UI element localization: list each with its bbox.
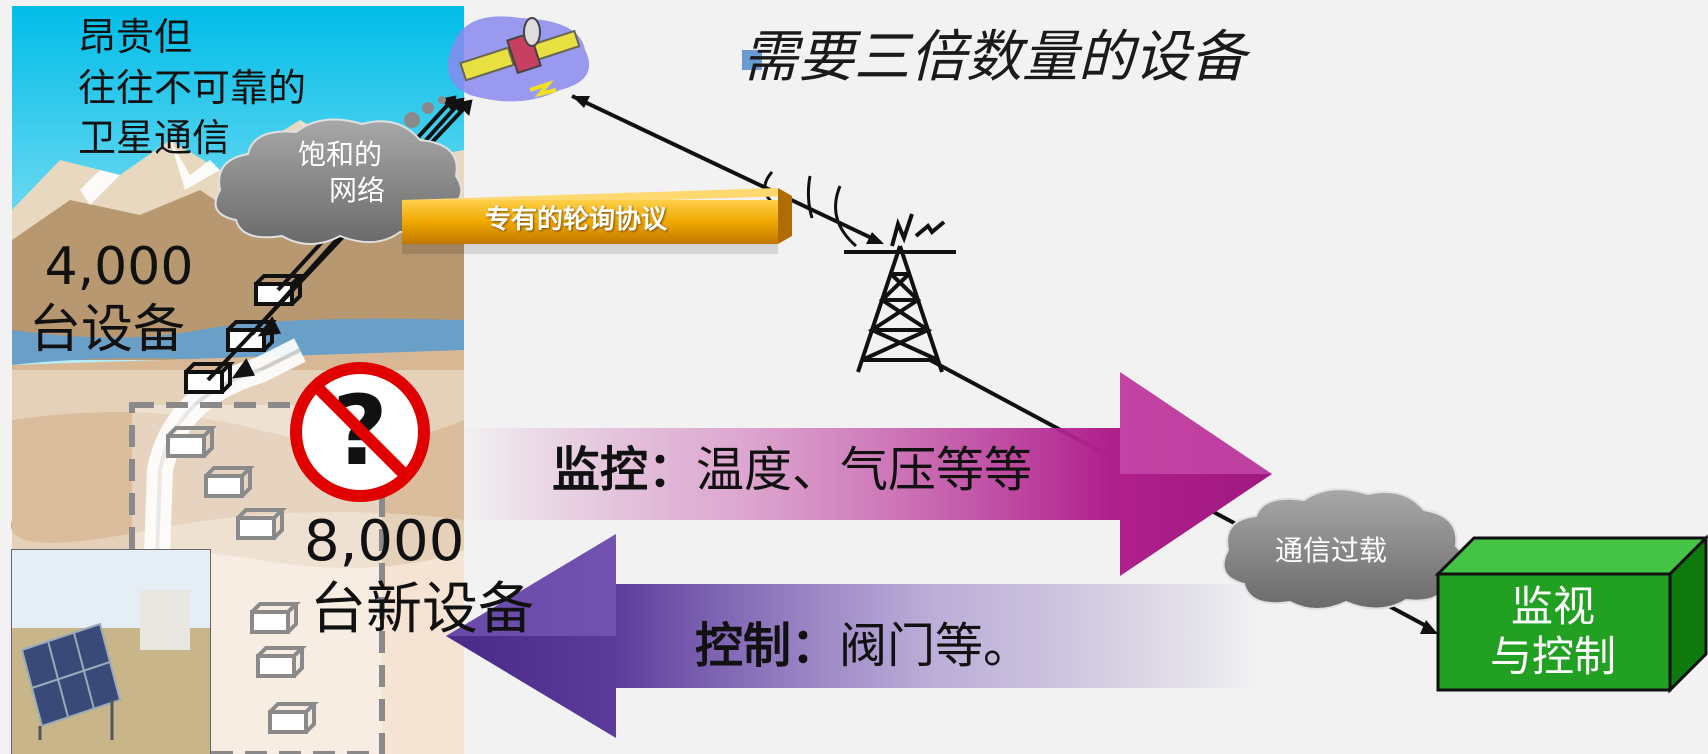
protocol-bar (402, 188, 792, 254)
new-devices-unit: 台新设备 (310, 577, 534, 643)
no-question-icon: ? (290, 362, 430, 502)
monitor-label: 监控： (552, 442, 697, 498)
device-box-icon (268, 702, 319, 734)
satellite-tower-link (571, 94, 881, 244)
radio-tower-icon (844, 213, 956, 373)
satellite-caption-line: 卫星通信 (78, 116, 231, 161)
control-label: 控制： (695, 618, 840, 674)
satellite-icon (447, 16, 590, 102)
page-title: 需要三倍数量的设备 (742, 25, 1246, 90)
saturated-cloud-line: 网络 (329, 174, 386, 208)
overload-cloud-label: 通信过载 (1275, 534, 1388, 567)
satellite-caption-line: 往往不可靠的 (78, 65, 307, 110)
monitor-arrow (460, 372, 1272, 576)
device-box-icon (204, 466, 255, 498)
new-devices-label: 8,000 台新设备 (304, 508, 564, 645)
control-center-line: 与控制 (1489, 632, 1616, 682)
saturated-cloud-line: 饱和的 (298, 138, 383, 171)
link-arrowhead (1420, 620, 1438, 634)
control-arrow-label: 控制：阀门等。 (695, 618, 1031, 676)
saturated-cloud-label: 饱和的 网络 (295, 137, 385, 210)
existing-devices-unit: 台设备 (28, 300, 185, 361)
control-arrow (446, 534, 1260, 738)
new-device-boxes (166, 426, 319, 734)
device-box-icon (256, 646, 307, 678)
device-box-icon (236, 508, 287, 540)
monitor-text: 温度、气压等等 (696, 442, 1033, 498)
control-center-label: 监视 与控制 (1438, 582, 1668, 683)
existing-devices-label: 4,000 台设备 (29, 236, 194, 363)
control-text: 阀门等。 (839, 618, 1032, 674)
satellite-uplinks (206, 95, 473, 382)
satellite-caption-line: 昂贵但 (78, 15, 193, 59)
solar-panel-photo (11, 549, 211, 754)
device-box-icon (250, 602, 301, 634)
link-arrowhead (572, 96, 590, 108)
monitor-arrow-label: 监控：温度、气压等等 (552, 442, 1032, 500)
saturated-cloud (214, 96, 463, 245)
new-devices-count: 8,000 (304, 509, 465, 574)
device-box-icon (166, 426, 217, 458)
control-center-box (1434, 534, 1708, 694)
bullet-marker (742, 50, 762, 70)
link-arrowhead (866, 232, 884, 244)
control-center-line: 监视 (1510, 582, 1595, 631)
satellite-caption: 昂贵但 往往不可靠的 卫星通信 (78, 12, 378, 164)
existing-devices-count: 4,000 (44, 237, 194, 297)
protocol-label: 专有的轮询协议 (485, 205, 668, 235)
